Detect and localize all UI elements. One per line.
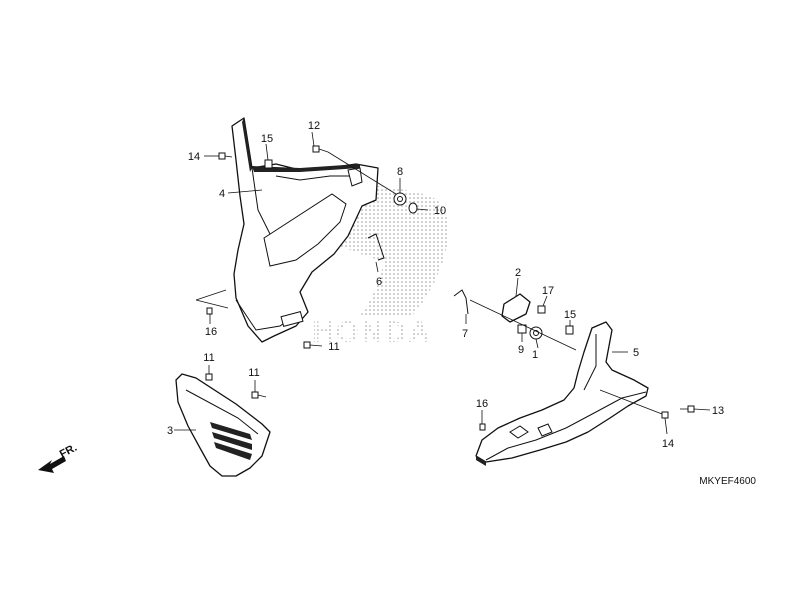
front-direction-label: FR.: [58, 442, 79, 461]
callout-1: 1: [532, 349, 538, 361]
callout-10: 10: [434, 205, 446, 217]
callout-17: 17: [542, 285, 554, 297]
hardware-items: [205, 145, 695, 431]
callout-11-a: 11: [328, 341, 339, 353]
callout-15-a: 15: [261, 133, 273, 145]
part-5-lower-cowl: [475, 321, 649, 466]
callout-15-b: 15: [564, 309, 576, 321]
callout-12: 12: [308, 120, 320, 132]
callout-2: 2: [515, 267, 521, 279]
part-6-bracket: [367, 233, 385, 261]
callout-13: 13: [712, 405, 724, 417]
part-17-bolt: [537, 305, 546, 314]
callout-11-c: 11: [248, 367, 259, 379]
diagram-code: MKYEF4600: [699, 476, 756, 487]
front-direction-indicator: FR.: [38, 442, 79, 473]
part-13-bolt: [680, 405, 695, 413]
leader-lines: [174, 131, 711, 435]
part-3-side-panel: [175, 373, 271, 477]
part-15-clip-right: [565, 325, 574, 335]
part-16-screw-left: [206, 307, 213, 315]
part-10-washer: [408, 202, 418, 214]
callout-8: 8: [397, 166, 403, 178]
front-arrow-icon: [38, 456, 66, 473]
part-7-stay: [453, 289, 469, 315]
part-11-screw-b: [205, 373, 213, 381]
callout-11-b: 11: [203, 352, 214, 364]
callout-4: 4: [219, 188, 225, 200]
part-12-bolt: [312, 145, 329, 153]
callout-3: 3: [167, 425, 173, 437]
callout-6: 6: [376, 276, 382, 288]
callout-labels: 1 2 3 4 5 6 7 8 9 10 11 11 11 12 13 14 1…: [167, 120, 724, 450]
callout-14-a: 14: [188, 151, 200, 163]
callout-16-b: 16: [476, 398, 488, 410]
callout-5: 5: [633, 347, 639, 359]
callout-9: 9: [518, 344, 524, 356]
callout-14-b: 14: [662, 438, 674, 450]
part-4-upper-cowl: [231, 117, 379, 343]
part-14-bolt-upper: [218, 152, 233, 160]
part-2-bracket-plate: [501, 293, 531, 323]
callout-16-a: 16: [205, 326, 217, 338]
part-15-clip-upper: [264, 159, 273, 169]
part-16-screw-right: [479, 423, 486, 431]
part-11-screw-c: [251, 391, 267, 399]
honda-watermark-text: HONDA: [312, 316, 432, 349]
part-11-screw-a: [303, 341, 311, 349]
callout-7: 7: [462, 328, 468, 340]
part-14-bolt-right: [661, 411, 669, 419]
